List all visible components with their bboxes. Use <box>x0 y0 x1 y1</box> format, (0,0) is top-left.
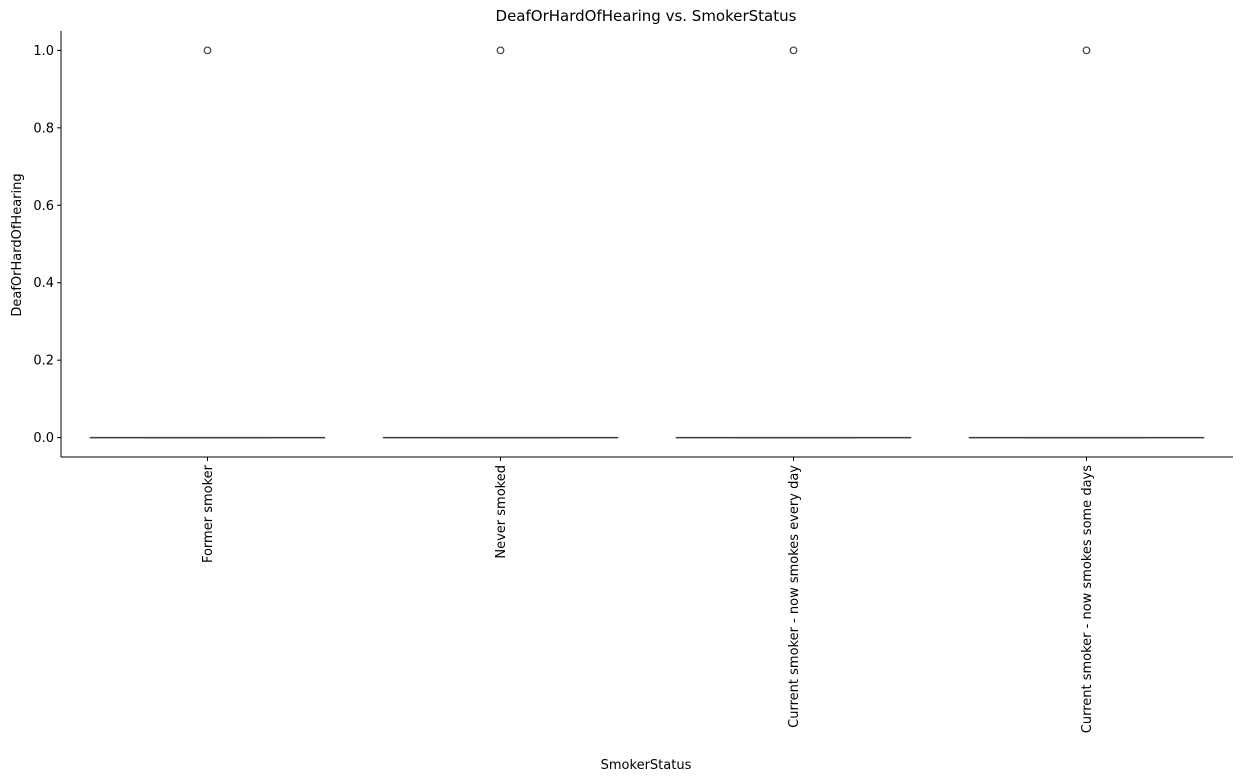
x-tick-label: Never smoked <box>494 465 509 559</box>
outlier-point <box>203 46 212 55</box>
box-4 <box>968 46 1205 439</box>
outlier-point <box>496 46 505 55</box>
y-tick-label: 0.2 <box>33 354 54 369</box>
y-tick-label: 0.6 <box>33 199 54 214</box>
outlier-point <box>1082 46 1091 55</box>
x-tick-label: Current smoker - now smokes every day <box>787 465 802 728</box>
y-axis: 0.0 0.2 0.4 0.6 0.8 1.0 <box>33 31 62 457</box>
outlier-point <box>789 46 798 55</box>
y-tick-label: 1.0 <box>33 44 54 59</box>
box-1 <box>89 46 326 439</box>
x-axis-label: SmokerStatus <box>601 758 692 773</box>
box-2 <box>382 46 619 439</box>
y-axis-label: DeafOrHardOfHearing <box>10 173 25 316</box>
plot-area <box>89 46 1205 439</box>
y-tick-label: 0.8 <box>33 121 54 136</box>
x-tick-label: Current smoker - now smokes some days <box>1080 465 1095 733</box>
y-tick-label: 0.4 <box>33 276 54 291</box>
chart-title: DeafOrHardOfHearing vs. SmokerStatus <box>496 7 797 25</box>
x-tick-label: Former smoker <box>201 464 216 563</box>
x-axis: Former smoker Never smoked Current smoker … <box>61 456 1233 733</box>
y-tick-label: 0.0 <box>33 431 54 446</box>
box-3 <box>675 46 912 439</box>
